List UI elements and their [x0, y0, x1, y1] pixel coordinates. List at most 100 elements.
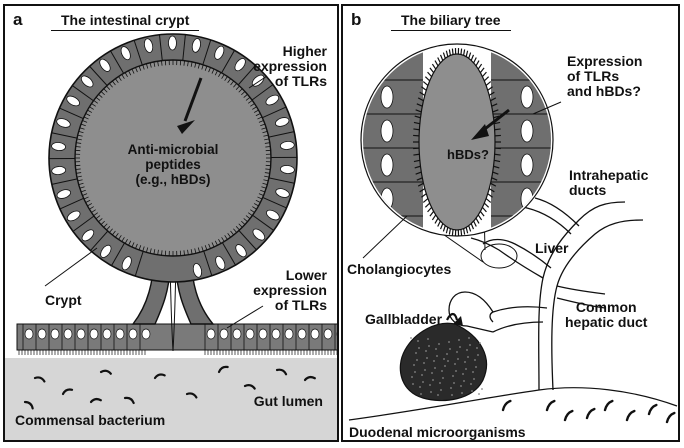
microvillus — [481, 71, 487, 78]
microvillus — [153, 61, 156, 67]
duodenal-microorganisms — [501, 399, 676, 424]
hbd-secretion-arrowhead — [471, 124, 489, 140]
microvillus — [112, 80, 116, 86]
microvillus — [253, 109, 259, 113]
crypt-cell-nuclei — [51, 35, 295, 278]
microvillus — [421, 86, 427, 91]
microvillus — [142, 246, 145, 252]
microvillus — [230, 230, 234, 236]
microvillus — [252, 106, 257, 110]
microvillus — [109, 83, 113, 88]
microvillus — [149, 62, 152, 68]
panel-biliary-tree: b The biliary tree Expression of TLRs an… — [341, 4, 680, 442]
microvillus — [427, 71, 433, 78]
speckle — [461, 392, 463, 394]
speckle — [435, 348, 437, 350]
speckle — [441, 370, 443, 372]
microvillus — [413, 121, 420, 125]
commensal-bacteria — [23, 365, 316, 410]
microvillus — [98, 94, 103, 98]
cell-boundary — [252, 214, 274, 231]
bacterium — [217, 365, 229, 374]
label-common-hepatic-duct: Common hepatic duct — [565, 300, 647, 330]
cell-nucleus — [380, 221, 394, 234]
microvillus — [434, 217, 439, 224]
speckle — [448, 341, 450, 343]
speckle — [474, 359, 476, 361]
microvillus — [106, 226, 111, 231]
cell-nucleus — [191, 38, 201, 53]
microvillus — [448, 228, 451, 235]
microvillus — [118, 76, 122, 81]
speckle — [439, 382, 441, 384]
cell-nucleus — [232, 328, 242, 340]
speckle — [420, 393, 422, 395]
cell-nucleus — [141, 328, 151, 340]
microvillus — [245, 215, 251, 219]
speckle — [453, 382, 455, 384]
speckle — [410, 337, 412, 339]
gallbladder-pointer — [446, 312, 459, 321]
label-line: Expression — [567, 53, 643, 69]
microvillus — [227, 233, 231, 238]
microvillus — [76, 175, 82, 178]
microvillus — [262, 182, 268, 185]
cell-boundary — [59, 107, 84, 120]
speckle — [463, 380, 465, 382]
cell-nucleus — [258, 328, 268, 340]
microvillus — [493, 115, 500, 119]
panel-letter-b: b — [351, 10, 362, 29]
cell-boundary — [133, 40, 143, 66]
speckle — [469, 344, 471, 346]
speckle — [465, 368, 467, 370]
microvillus — [494, 153, 501, 156]
speckle — [432, 379, 434, 381]
microvillus — [190, 61, 193, 67]
speckle — [479, 342, 481, 344]
microvillus — [252, 206, 257, 210]
microvillus — [417, 182, 424, 187]
microvillus — [264, 172, 270, 174]
microvillus — [416, 103, 423, 107]
speckle — [452, 375, 454, 377]
microvillus — [82, 193, 88, 196]
microvillus — [491, 177, 498, 181]
microvillus — [248, 212, 253, 216]
speckle — [412, 383, 414, 385]
cell-boundary — [72, 215, 95, 232]
microvillus — [481, 206, 487, 213]
microvillus — [417, 97, 424, 102]
crypt-microvilli — [75, 60, 271, 256]
microvillus — [75, 168, 81, 170]
label-gut-lumen: Gut lumen — [253, 393, 323, 409]
cell-boundary — [268, 177, 295, 184]
cell-boundary — [90, 230, 109, 251]
cell-nucleus — [121, 256, 132, 271]
label-line: Intrahepatic — [569, 167, 649, 183]
microvillus — [460, 48, 463, 55]
microvillus — [201, 64, 204, 70]
microvillus — [492, 171, 499, 175]
speckle — [466, 349, 468, 351]
cell-nucleus — [206, 328, 216, 340]
microvillus — [233, 83, 237, 88]
microvillus — [414, 115, 421, 119]
microvillus — [93, 100, 98, 104]
microvillus — [224, 76, 228, 81]
leader-higher-tlr — [248, 75, 268, 89]
speckle — [434, 367, 436, 369]
microvillus — [76, 172, 82, 174]
speckle — [433, 360, 435, 362]
microvillus — [79, 186, 85, 189]
speckle — [415, 352, 417, 354]
microvillus — [261, 186, 267, 189]
speckle — [467, 356, 469, 358]
microvillus — [82, 120, 88, 123]
microvillus — [77, 134, 83, 137]
bacterium — [61, 388, 74, 396]
microvillus — [79, 127, 85, 130]
microvillus — [78, 131, 84, 134]
microvillus — [477, 214, 483, 221]
microvillus — [224, 235, 228, 240]
microvillus — [124, 238, 128, 244]
